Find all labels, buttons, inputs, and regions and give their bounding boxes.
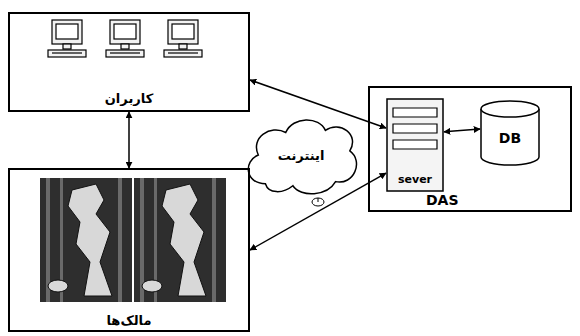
node-label: sever <box>398 173 432 186</box>
users-box: کاربران <box>8 12 250 112</box>
connector-arrow <box>128 112 130 168</box>
mouse-icon <box>312 198 324 206</box>
node-label: اینترنت <box>278 148 325 163</box>
owners-box: مالک‌ها <box>8 168 250 332</box>
das-box: DAS sever DB <box>368 86 572 212</box>
internet-cloud: اینترنت <box>240 112 362 198</box>
node-label: کاربران <box>105 91 153 106</box>
server-box: sever <box>386 98 444 192</box>
database-cylinder: DB <box>480 100 540 166</box>
connector-arrow <box>444 129 480 132</box>
computer-icons <box>48 20 202 57</box>
connector-arrow <box>250 173 386 250</box>
owner-pictures <box>40 178 226 302</box>
node-label: DAS <box>426 192 459 208</box>
connector-arrow <box>250 80 386 128</box>
node-label: DB <box>499 130 521 146</box>
node-label: مالک‌ها <box>106 313 151 328</box>
